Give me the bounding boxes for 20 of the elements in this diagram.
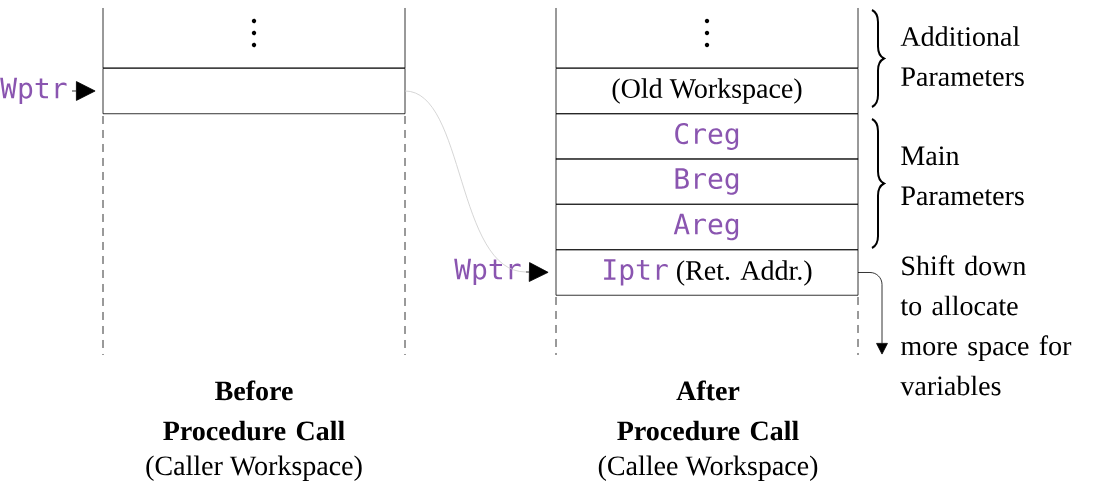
memory-cell (555, 7, 859, 69)
arrow (525, 262, 549, 282)
pointer-label: Wptr (454, 258, 521, 286)
caption-title: Before Procedure Call (163, 380, 345, 441)
memory-cell (102, 67, 406, 115)
brace-label: Main Parameters (901, 146, 1024, 206)
memory-cell: Areg (555, 203, 859, 251)
memory-cell (102, 7, 406, 69)
arrow (71, 81, 96, 101)
memory-cell: Creg (555, 113, 859, 160)
arrow (857, 272, 888, 355)
caption-subtitle: (Caller Workspace) (146, 455, 362, 481)
note-text: Shift down to allocate more space for variables (900, 255, 1072, 396)
brace-label: Additional Parameters (900, 26, 1024, 87)
caption-subtitle: (Callee Workspace) (598, 455, 818, 481)
memory-cell: (Old Workspace) (555, 67, 859, 115)
memory-cell: Iptr (Ret. Addr.) (555, 249, 859, 296)
caption-title: After Procedure Call (617, 380, 799, 441)
pointer-label: Wptr (0, 77, 67, 105)
memory-cell: Breg (555, 158, 859, 205)
